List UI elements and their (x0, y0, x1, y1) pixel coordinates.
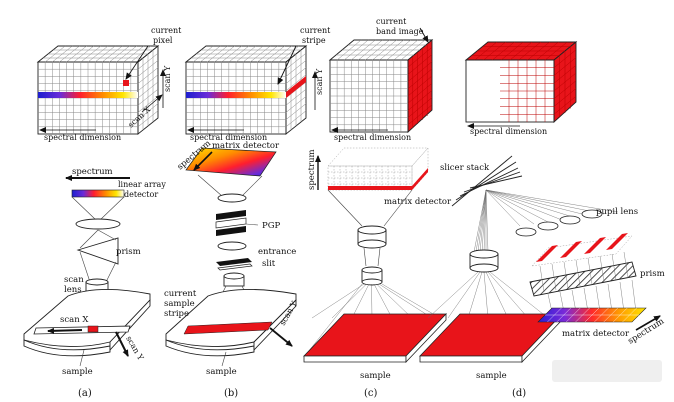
label-spectrum-a: spectrum (72, 167, 113, 177)
label-current-c: current (376, 17, 407, 26)
label-slicer-stack: slicer stack (440, 163, 490, 173)
cube-c: current band image spectral dimension (328, 17, 434, 142)
caption-a: (a) (78, 388, 92, 399)
grating-icon (215, 210, 247, 236)
label-pixel: pixel (153, 36, 173, 45)
cube-b: current stripe spectral dimension scan Y (184, 26, 331, 142)
label-band-image: band image (376, 27, 424, 36)
label-prism-a: prism (116, 247, 141, 257)
label-stripe: stripe (302, 36, 326, 45)
label-linear-array: linear array (118, 180, 166, 189)
label-matrix-detector-d: matrix detector (562, 329, 630, 339)
stripe-spectrum-bar (186, 92, 286, 98)
label-matrix-detector-c: matrix detector (384, 197, 452, 207)
label-sample-b: sample (206, 367, 237, 377)
label-spectrum-c: spectrum (307, 149, 317, 190)
lens-icon (75, 218, 121, 230)
label-spectral-dimension-b: spectral dimension (190, 133, 267, 142)
lens-icon-c2 (361, 266, 383, 274)
prism-icon-d (529, 261, 637, 297)
label-matrix-detector-b: matrix detector (212, 141, 280, 151)
label-scan-y-a: scan Y (163, 65, 172, 92)
caption-b: (b) (224, 388, 238, 399)
label-scan-x: scan X (60, 315, 89, 325)
panel-a: spectrum linear array detector prism sca… (23, 167, 166, 399)
slit-icon (216, 258, 253, 271)
label-prism-d: prism (640, 269, 665, 279)
current-pixel-marker (123, 80, 129, 86)
label-spectral-dimension-d: spectral dimension (470, 127, 547, 136)
label-sample-a: sample (62, 367, 93, 377)
label-spectral-dimension-a: spectral dimension (44, 133, 121, 142)
pupil-lens-array (515, 209, 603, 237)
scan-lens (85, 278, 109, 286)
caption-d: (d) (512, 388, 526, 399)
cube-a: current pixel spectral dimension scan X … (36, 26, 182, 142)
label-sample-d: sample (476, 371, 507, 381)
caption-c: (c) (364, 388, 378, 399)
label-spectral-dimension-c: spectral dimension (334, 133, 411, 142)
current-stripe-marker (286, 76, 306, 98)
label-scan-y-b: scan Y (315, 68, 324, 95)
lens-icon-b1 (217, 193, 247, 203)
lens-icon-b3 (223, 272, 245, 280)
watermark-blur (552, 360, 662, 382)
label-current-sample-3: stripe (164, 309, 189, 319)
lens-icon-c1 (357, 225, 387, 235)
label-detector: detector (124, 190, 158, 199)
label-sample-c: sample (360, 371, 391, 381)
panel-b: matrix detector spectrum PGP entrance sl… (164, 139, 299, 399)
panel-c: spectrum matrix detector sample (c) (303, 147, 452, 399)
label-pupil-lens: pupil lens (596, 207, 638, 217)
label-scan: scan (64, 275, 84, 285)
lens-icon-d (469, 249, 499, 259)
pixel-spectrum-bar (38, 92, 138, 98)
slicer-stack (451, 155, 523, 207)
panel-d: slicer stack sample pupil lens prism mat… (419, 155, 666, 399)
label-current: current (151, 26, 182, 35)
label-pgp: PGP (262, 221, 281, 231)
label-slit: slit (262, 259, 276, 269)
prism-icon (76, 237, 119, 265)
label-scan-y-panel-a: scan Y (124, 335, 145, 363)
label-lens: lens (64, 285, 82, 295)
cube-d: spectral dimension (464, 41, 578, 136)
lens-icon-b2 (217, 241, 247, 251)
label-current-sample-2: sample (164, 299, 195, 309)
sample-c (303, 313, 447, 357)
linear-array-detector (71, 189, 125, 198)
label-current-b: current (300, 26, 331, 35)
label-entrance: entrance (258, 247, 296, 257)
label-current-sample-1: current (164, 289, 197, 299)
